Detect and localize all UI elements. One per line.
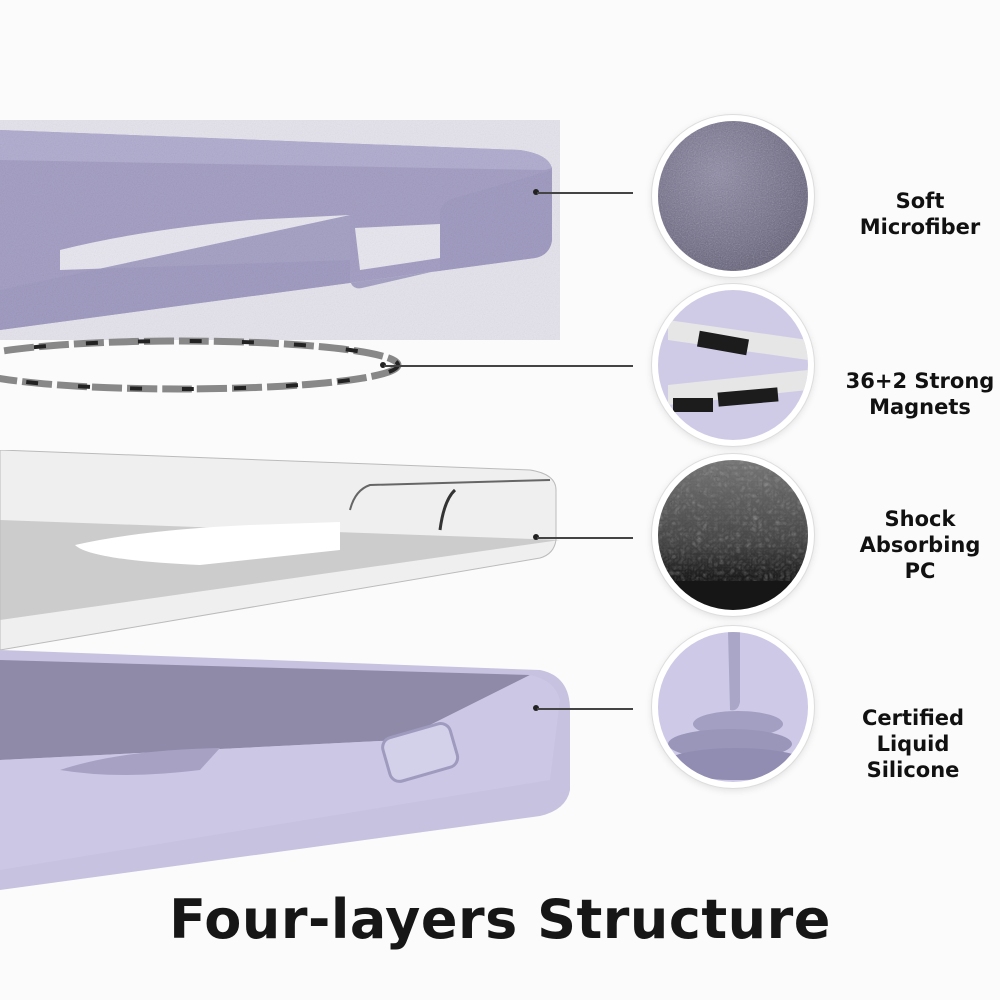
microfiber-texture-icon xyxy=(658,121,808,271)
leader-dot-2 xyxy=(380,362,386,368)
liquid-silicone-icon xyxy=(658,632,808,782)
silicone-layer-illustration xyxy=(0,650,570,890)
leader-dot-4 xyxy=(533,705,539,711)
magnet-ring-icon xyxy=(658,290,808,440)
leader-line-4 xyxy=(537,708,633,710)
leader-line-2 xyxy=(384,365,633,367)
page-title: Four-layers Structure xyxy=(169,888,831,951)
label-shock-absorbing-pc: Shock Absorbing PC xyxy=(859,507,981,583)
clear-pc-layer-illustration xyxy=(0,450,560,650)
leader-line-3 xyxy=(537,537,633,539)
leader-dot-3 xyxy=(533,534,539,540)
leader-dot-1 xyxy=(533,189,539,195)
label-strong-magnets: 36+2 Strong Magnets xyxy=(845,369,995,419)
magnet-ring-illustration xyxy=(0,337,402,393)
pc-granules-icon xyxy=(658,460,808,610)
label-soft-microfiber: Soft Microfiber xyxy=(859,189,981,239)
leader-line-1 xyxy=(537,192,633,194)
label-liquid-silicone: Certified Liquid Silicone xyxy=(861,706,965,782)
microfiber-layer-illustration xyxy=(0,120,560,340)
